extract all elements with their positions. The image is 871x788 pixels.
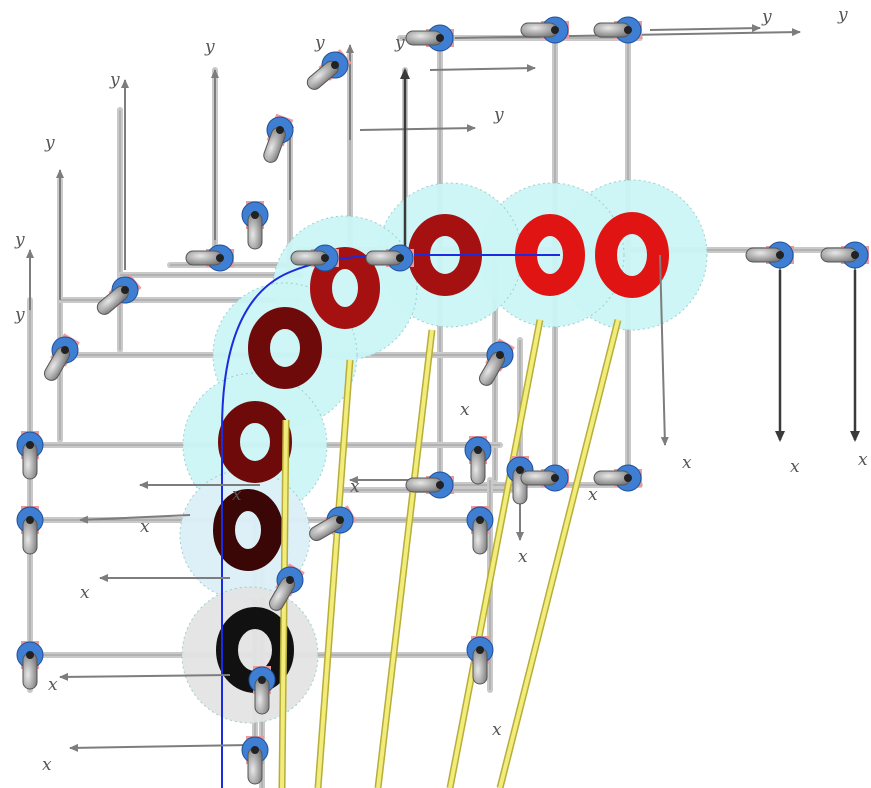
sensor-hub: [396, 254, 404, 262]
axis-arrow: [360, 128, 475, 130]
sensor-hub: [258, 676, 266, 684]
tracker-sensor-icon: [17, 431, 43, 479]
axis-label: x: [232, 485, 242, 505]
axis-label: x: [48, 675, 58, 695]
sensor-hub: [436, 481, 444, 489]
axis-label: y: [44, 133, 55, 153]
tracker-sensor-icon: [17, 506, 43, 554]
tracker-sensor-icon: [746, 242, 794, 268]
tracker-sensor-icon: [821, 242, 869, 268]
axis-label: y: [761, 7, 772, 27]
axis-label: x: [682, 453, 692, 473]
axis-label: x: [588, 485, 598, 505]
axis-label: x: [140, 517, 150, 537]
sensor-hub: [476, 646, 484, 654]
frame-beams: [30, 30, 860, 788]
axis-label: x: [42, 755, 52, 775]
sensor-hub: [26, 516, 34, 524]
sensor-hub: [851, 251, 859, 259]
axis-label: y: [109, 70, 120, 90]
axis-label: y: [14, 230, 25, 250]
axis-arrow: [650, 28, 760, 30]
axis-label: x: [492, 720, 502, 740]
axis-label: x: [350, 477, 360, 497]
sensor-hub: [624, 26, 632, 34]
tracker-sensor-icon: [17, 641, 43, 689]
axis-label: x: [858, 450, 868, 470]
sensor-hub: [551, 26, 559, 34]
cable: [378, 330, 432, 788]
sensor-hub: [251, 211, 259, 219]
sensor-hub: [624, 474, 632, 482]
axis-label: y: [837, 5, 848, 25]
tracker-sensor-icon: [406, 25, 454, 51]
axis-label: x: [790, 457, 800, 477]
tracker-sensor-icon: [242, 201, 268, 249]
sensor-hub: [216, 254, 224, 262]
sensor-hub: [776, 251, 784, 259]
axis-label: y: [14, 305, 25, 325]
sensor-hub: [551, 474, 559, 482]
axis-label: y: [394, 33, 405, 53]
sensor-hub: [26, 441, 34, 449]
axis-label: y: [204, 37, 215, 57]
axis-arrow: [430, 68, 535, 70]
axis-label: x: [518, 547, 528, 567]
axis-label: y: [314, 33, 325, 53]
sensor-hub: [436, 34, 444, 42]
axis-label: x: [80, 583, 90, 603]
sensor-hub: [321, 254, 329, 262]
axis-label: y: [493, 105, 504, 125]
tracker-sensor-icon: [304, 502, 359, 549]
tracker-sensor-icon: [301, 46, 354, 97]
sensor-hub: [251, 746, 259, 754]
sensor-hub: [474, 446, 482, 454]
sensor-hub: [476, 516, 484, 524]
sensor-hub: [26, 651, 34, 659]
axis-label: x: [460, 400, 470, 420]
tracker-sensor-icon: [465, 436, 491, 484]
